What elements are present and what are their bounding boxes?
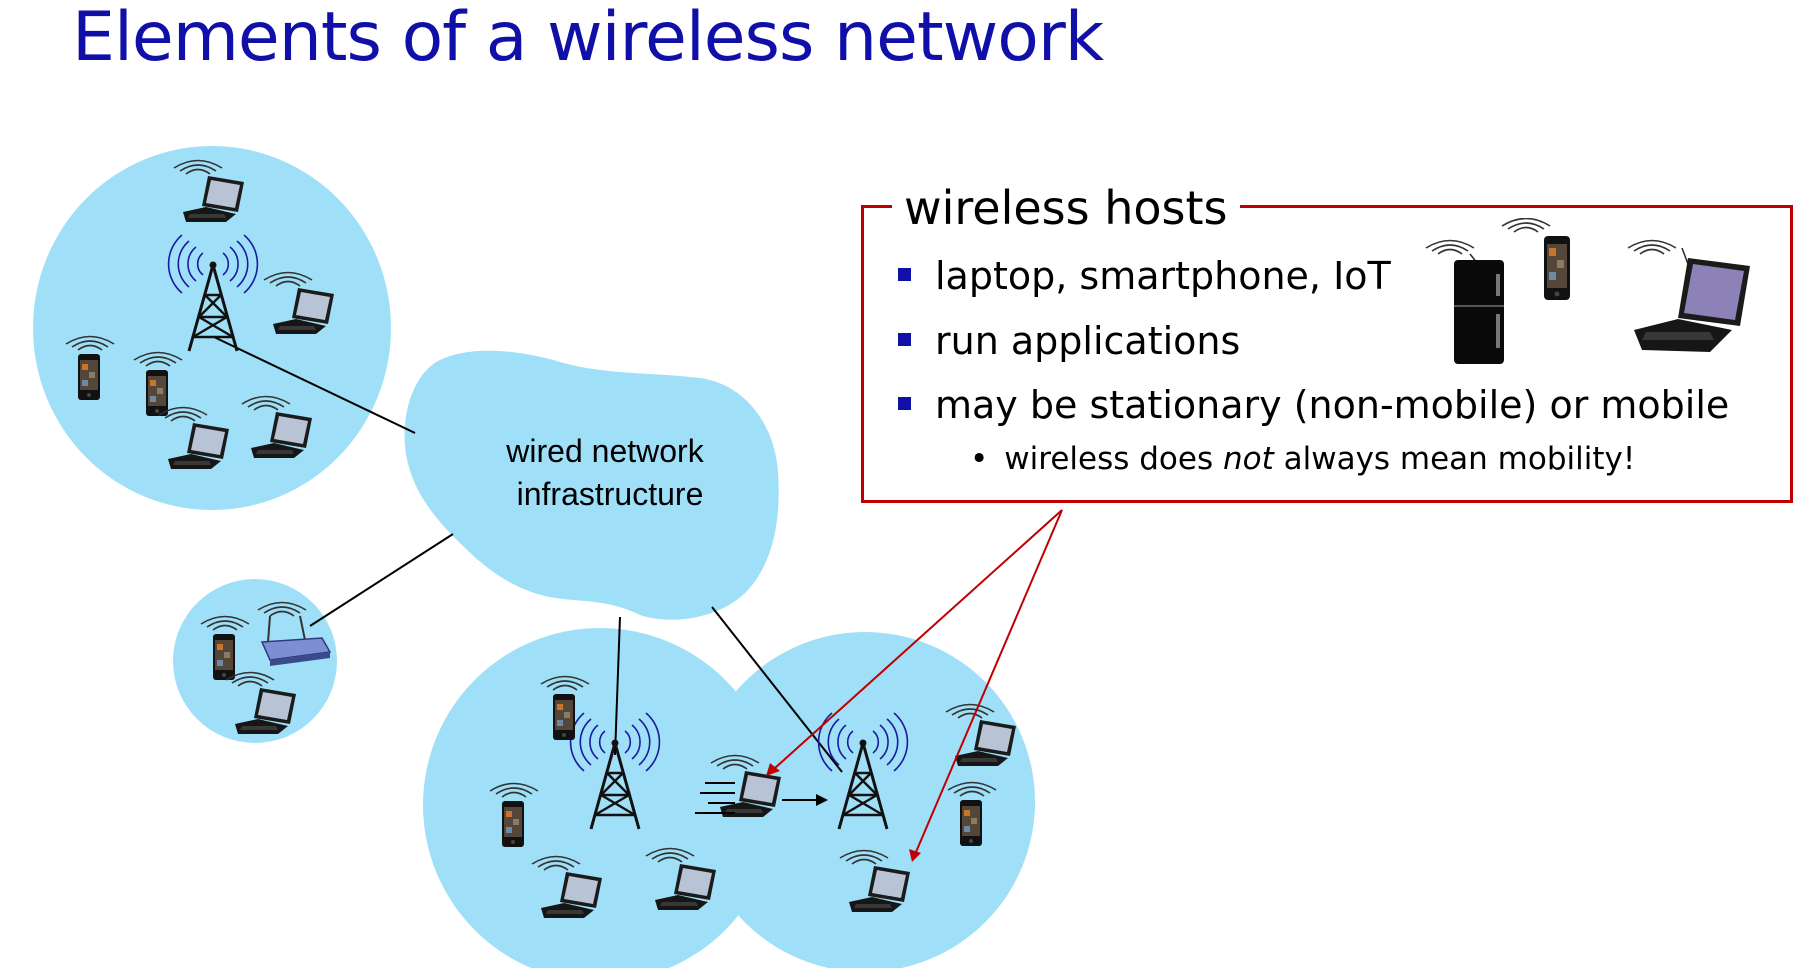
coverage-area-cell-bottom-right [695, 632, 1035, 968]
sub-bullet-text-before: wireless does [1004, 441, 1223, 477]
mobility-arrow [782, 794, 828, 806]
bullet-device-types: laptop, smartphone, IoT [898, 252, 1391, 300]
slide-title: Elements of a wireless network [72, 0, 1104, 77]
wifi-router-icon [257, 601, 332, 666]
sub-bullet-text-after: always mean mobility! [1273, 441, 1636, 477]
motion-lines [695, 782, 735, 814]
wired-network-cloud [404, 350, 779, 620]
bullet-marker [898, 268, 911, 281]
bullet-text: run applications [935, 319, 1241, 363]
callout-heading: wireless hosts [892, 176, 1240, 240]
bullet-run-applications: run applications [898, 317, 1240, 365]
laptop-icon [1627, 239, 1750, 352]
wired-link-left-tower [213, 336, 416, 434]
wired-link-bottom-tower [614, 616, 621, 756]
refrigerator-icon [1425, 239, 1504, 364]
callout-device-images [1425, 218, 1750, 364]
sub-bullet-mobility-note: • wireless does not always mean mobility! [970, 437, 1635, 481]
bullet-marker [898, 333, 911, 346]
callout-pointer-arrows [766, 509, 1063, 862]
smartphone-icon [1501, 218, 1570, 300]
bullet-text: may be stationary (non-mobile) or mobile [935, 383, 1730, 427]
sub-bullet-emphasis: not [1222, 441, 1274, 477]
wireless-hosts-callout [861, 205, 1793, 503]
wired-link-right-tower [711, 606, 843, 773]
bullet-text: laptop, smartphone, IoT [935, 254, 1391, 298]
wired-link-router [309, 533, 454, 627]
sub-bullet-dot: • [970, 441, 989, 477]
cloud-label-line1: wired network [505, 433, 704, 469]
bullet-marker [898, 397, 911, 410]
cloud-label-line2: infrastructure [517, 476, 704, 512]
coverage-area-wifi [173, 579, 337, 743]
bullet-mobility: may be stationary (non-mobile) or mobile [898, 381, 1729, 429]
